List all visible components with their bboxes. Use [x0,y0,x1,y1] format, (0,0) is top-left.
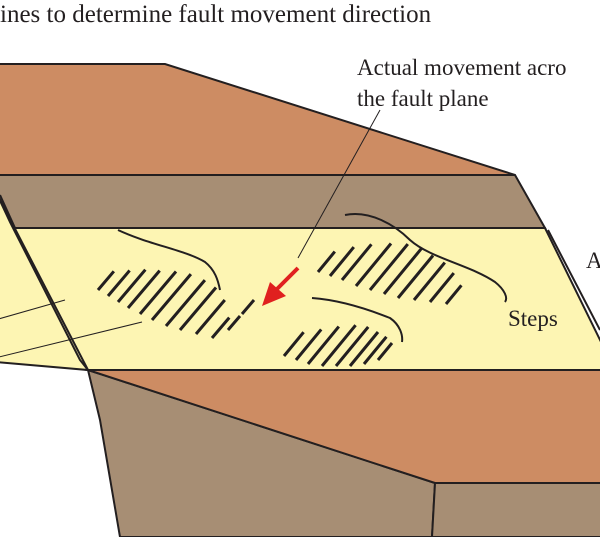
slickenline [316,250,336,273]
slickenline [164,279,207,327]
slickenline [444,284,463,305]
slickenline [210,316,231,339]
slickenline [106,269,131,297]
step-curve [117,229,221,291]
slickenline [126,269,161,309]
slickenline [178,286,218,331]
slickenlines-right [282,242,463,367]
leader-line [0,299,66,320]
left-fault-edge-face [0,198,91,372]
steps-label: Steps [508,306,558,331]
slickenline [362,335,388,365]
upper-block-side-face [0,174,547,229]
slickenline [412,261,446,301]
diagram-title: ines to determine fault movement directi… [0,1,432,28]
slickenline [396,254,435,299]
slickenline [138,270,178,315]
fault-edge-line [0,194,16,229]
slickenline [376,342,394,361]
actual-movement-label: Actual movement acro [357,55,566,80]
slickenline [116,268,147,303]
fault-plane [0,227,600,371]
slickenline [96,270,115,291]
slickenline [368,243,409,291]
slickenline [226,315,242,331]
upper-block-top-surface [0,63,516,176]
slickenline [334,325,370,367]
slickenline [354,242,393,287]
slickenline [320,324,357,367]
slickenline [282,331,305,357]
step-curve [344,213,508,303]
lower-block-top-surface [87,369,600,484]
slickenline [240,299,256,315]
leader-line [297,109,381,259]
step-curve [311,297,404,343]
slickenline [194,299,226,335]
movement-arrow-icon [262,266,300,306]
slickenline [150,273,193,321]
actual-movement-label-line2: the fault plane [357,86,489,111]
slickenline [306,325,340,365]
slickenline [328,246,355,277]
lower-block-front-face [430,482,600,537]
slickenline [294,328,323,361]
slickenline [382,247,423,295]
slickenline [340,243,373,281]
partial-label-a: A [586,248,600,273]
leader-line [0,321,143,358]
slickenline [348,331,380,367]
slickenline [428,272,455,303]
slickenlines-middle [226,299,256,331]
slickenlines-left [96,268,231,339]
offset-bracket-line [547,229,600,331]
